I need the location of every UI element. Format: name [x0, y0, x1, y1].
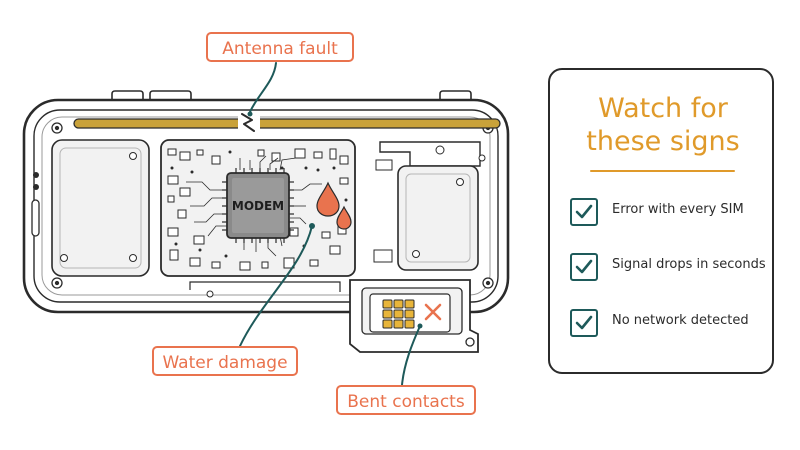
phone-inner-frame-2: [41, 116, 491, 296]
x-mark-icon: [424, 303, 442, 321]
water-drop-icon: [316, 181, 340, 217]
sign-label: Signal drops in seconds: [612, 257, 766, 272]
callout-antenna-fault: Antenna fault: [206, 32, 354, 62]
speaker-module: [397, 165, 479, 271]
volume-button-bottom: [149, 90, 192, 100]
sim-contacts: [382, 299, 415, 329]
zigzag-break-icon: [241, 113, 255, 132]
callout-bent-contacts: Bent contacts: [336, 385, 476, 415]
signs-panel: Watch for these signs Error with every S…: [548, 68, 774, 374]
signs-title-line-1: Watch for: [598, 93, 728, 124]
callout-water-damage: Water damage: [152, 346, 298, 376]
title-underline: [590, 170, 735, 172]
board-components: [167, 148, 349, 271]
leader-water: [239, 225, 313, 347]
water-drop-icon: [336, 205, 352, 230]
leader-antenna: [249, 62, 277, 113]
lower-connector: [189, 281, 341, 292]
sensor-dot: [33, 172, 39, 178]
volume-button-top: [111, 90, 144, 100]
battery-module: [51, 139, 150, 277]
signs-title: Watch for these signs: [550, 92, 776, 158]
signs-title-line-2: these signs: [586, 126, 740, 157]
antenna-strip: [73, 118, 501, 129]
sensor-dot: [33, 184, 39, 190]
modem-chip-label: MODEM: [232, 199, 284, 213]
leader-bent: [401, 325, 421, 386]
side-slot: [31, 199, 40, 237]
sign-label: No network detected: [612, 313, 749, 328]
power-button: [439, 90, 472, 100]
sign-label: Error with every SIM: [612, 202, 744, 217]
check-box-icon: [570, 253, 598, 281]
check-box-icon: [570, 309, 598, 337]
check-box-icon: [570, 198, 598, 226]
